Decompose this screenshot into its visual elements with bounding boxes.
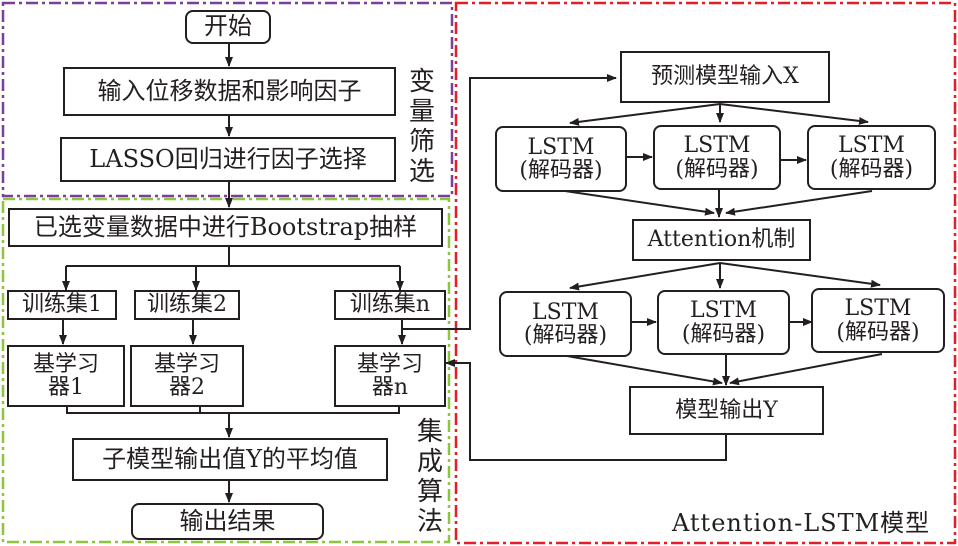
arrow-attention-to-lstm2-3 xyxy=(719,262,881,288)
lstm-row2-1-line2: (解码器) xyxy=(523,323,608,348)
arrow-input-to-lstm1-3 xyxy=(719,103,869,125)
arrow-lstm2-1-to-output xyxy=(566,355,723,386)
lstm-row2-2-line1: LSTM xyxy=(690,298,757,324)
average-node: 子模型输出值Y的平均值 xyxy=(72,438,388,481)
lstm-row2-3-line2: (解码器) xyxy=(836,319,920,345)
base-learner-2-line2: 器2 xyxy=(169,375,205,400)
arrow-input-to-lstm1-1 xyxy=(569,103,721,126)
group-frame-variable-selection xyxy=(1,1,454,198)
lstm-row2-3: LSTM (解码器) xyxy=(811,288,945,353)
group-frame-attention-lstm xyxy=(454,1,957,545)
base-learner-n-line1: 基学习 xyxy=(356,351,423,377)
arrow-lstm1-3-to-attention xyxy=(725,190,873,216)
arrow-attention-to-lstm2-1 xyxy=(569,262,721,291)
bootstrap-node: 已选变量数据中进行Bootstrap抽样 xyxy=(8,208,443,247)
lstm-row2-2: LSTM (解码器) xyxy=(657,290,790,355)
lstm-row2-3-line1: LSTM xyxy=(844,296,912,322)
base-learner-2: 基学习 器2 xyxy=(130,345,244,407)
start-node: 开始 xyxy=(185,10,271,44)
base-learner-1-line2: 器1 xyxy=(48,375,84,400)
model-output-node: 模型输出Y xyxy=(629,386,824,435)
base-learner-1-line1: 基学习 xyxy=(32,351,99,377)
lstm-row1-1-line2: (解码器) xyxy=(519,158,603,183)
arrow-model-output-to-learnern xyxy=(445,359,727,461)
output-result-node: 输出结果 xyxy=(131,503,324,540)
lstm-row1-3: LSTM (解码器) xyxy=(807,125,936,190)
lstm-row1-2-line2: (解码器) xyxy=(675,156,759,182)
lasso-node: LASSO回归进行因子选择 xyxy=(60,137,396,182)
merge-line xyxy=(66,407,400,414)
arrow-lstm1-1-to-attention xyxy=(564,190,715,216)
lstm-row1-2-line1: LSTM xyxy=(683,133,751,159)
group-label-ensemble: 集成算法 xyxy=(416,417,443,537)
base-learner-n: 基学习 器n xyxy=(334,345,446,407)
lstm-row2-2-line2: (解码器) xyxy=(681,321,766,347)
lstm-row2-1-line1: LSTM xyxy=(532,299,599,325)
lstm-row1-3-line2: (解码器) xyxy=(829,156,914,182)
lstm-row1-1-line1: LSTM xyxy=(527,134,595,160)
model-input-node: 预测模型输入X xyxy=(620,51,830,103)
lstm-row1-1: LSTM (解码器) xyxy=(495,126,627,192)
lstm-row1-2: LSTM (解码器) xyxy=(653,125,781,190)
base-learner-1: 基学习 器1 xyxy=(7,345,125,407)
train-set-n: 训练集n xyxy=(334,290,446,320)
lstm-row2-1: LSTM (解码器) xyxy=(499,291,632,357)
group-label-variable-selection: 变量筛选 xyxy=(408,67,435,187)
train-set-1: 训练集1 xyxy=(7,290,117,320)
group-label-attention-lstm: Attention-LSTM模型 xyxy=(672,509,931,537)
base-learner-2-line1: 基学习 xyxy=(153,351,220,377)
arrow-lstm2-3-to-output xyxy=(729,353,883,386)
input-data-node: 输入位移数据和影响因子 xyxy=(63,67,396,116)
train-set-2: 训练集2 xyxy=(134,290,240,320)
base-learner-n-line2: 器n xyxy=(371,375,409,400)
lstm-row1-3-line1: LSTM xyxy=(838,133,905,159)
attention-node: Attention机制 xyxy=(632,219,811,261)
arrow-trainn-to-model-input xyxy=(402,74,617,330)
